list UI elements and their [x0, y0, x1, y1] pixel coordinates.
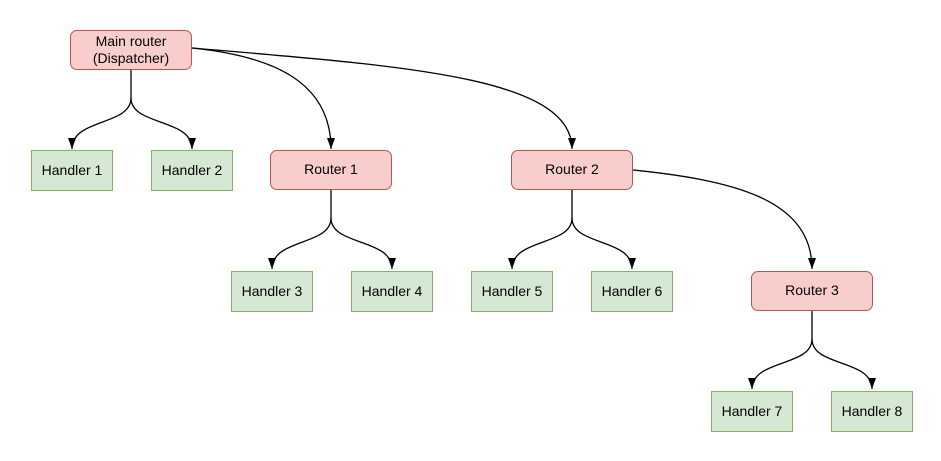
- node-label: Handler 1: [41, 161, 103, 178]
- edge-router1-to-handler3: [268, 217, 332, 270]
- edge-router3-to-handler7: [748, 338, 813, 390]
- node-label: Handler 4: [361, 282, 423, 299]
- node-router-1[interactable]: Router 1: [270, 150, 392, 190]
- node-handler-3[interactable]: Handler 3: [231, 271, 313, 312]
- node-handler-2[interactable]: Handler 2: [151, 150, 233, 191]
- node-handler-7[interactable]: Handler 7: [711, 391, 793, 432]
- node-label: Router 2: [545, 161, 599, 178]
- node-label: Main router (Dispatcher): [92, 32, 170, 67]
- edge-main-to-handler1: [68, 97, 132, 150]
- node-label: Handler 8: [841, 402, 903, 419]
- node-label: Handler 7: [721, 402, 783, 419]
- edge-router1-to-handler4: [330, 217, 396, 270]
- node-label: Handler 5: [481, 282, 543, 299]
- node-label: Handler 6: [601, 282, 663, 299]
- edge-router2-to-handler6: [571, 217, 636, 270]
- node-label: Handler 2: [161, 161, 223, 178]
- edge-main-to-router1: [191, 47, 335, 150]
- node-handler-5[interactable]: Handler 5: [471, 271, 553, 312]
- node-handler-8[interactable]: Handler 8: [831, 391, 913, 432]
- node-handler-6[interactable]: Handler 6: [591, 271, 673, 312]
- node-handler-4[interactable]: Handler 4: [351, 271, 433, 312]
- edge-main-to-handler2: [130, 97, 196, 150]
- node-handler-1[interactable]: Handler 1: [31, 150, 113, 191]
- node-main-router[interactable]: Main router (Dispatcher): [70, 30, 192, 70]
- edge-router3-to-handler8: [811, 338, 876, 390]
- node-router-2[interactable]: Router 2: [511, 150, 633, 190]
- edge-main-to-router2: [191, 47, 576, 150]
- node-label: Router 1: [304, 161, 358, 178]
- node-router-3[interactable]: Router 3: [751, 271, 873, 311]
- edge-router2-to-handler5: [508, 217, 573, 270]
- edge-router2-to-router3: [632, 169, 816, 270]
- node-label: Handler 3: [241, 282, 303, 299]
- node-label: Router 3: [785, 282, 839, 299]
